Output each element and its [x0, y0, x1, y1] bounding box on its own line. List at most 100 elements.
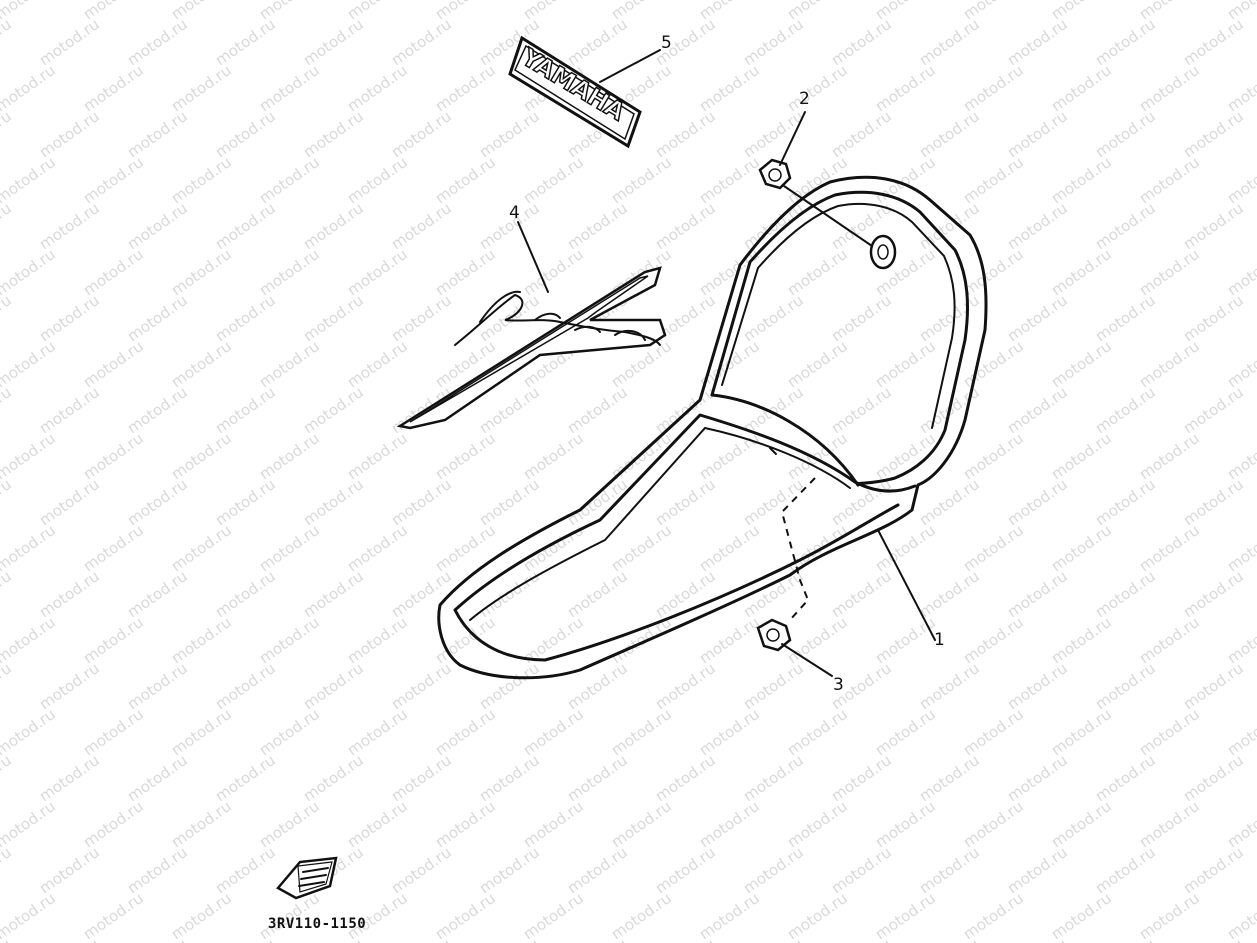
watermark-text: motod.ru — [0, 153, 59, 207]
watermark-text: motod.ru — [872, 337, 939, 391]
watermark-text: motod.ru — [344, 61, 411, 115]
watermark-text: motod.ru — [388, 15, 455, 69]
watermark-text: motod.ru — [0, 567, 15, 621]
watermark-text: motod.ru — [960, 245, 1027, 299]
watermark-text: motod.ru — [1180, 659, 1247, 713]
watermark-text: motod.ru — [696, 613, 763, 667]
watermark-text: motod.ru — [1180, 15, 1247, 69]
bolt-part-3 — [756, 618, 792, 652]
watermark-text: motod.ru — [124, 107, 191, 161]
watermark-text: motod.ru — [300, 291, 367, 345]
watermark-text: motod.ru — [1092, 475, 1159, 529]
watermark-text: motod.ru — [212, 659, 279, 713]
watermark-text: motod.ru — [828, 935, 895, 943]
watermark-text: motod.ru — [1048, 153, 1115, 207]
watermark-text: motod.ru — [344, 705, 411, 759]
watermark-text: motod.ru — [1092, 199, 1159, 253]
watermark-text: motod.ru — [212, 107, 279, 161]
watermark-text: motod.ru — [36, 107, 103, 161]
watermark-text: motod.ru — [0, 199, 15, 253]
watermark-text: motod.ru — [1224, 521, 1257, 575]
watermark-text: motod.ru — [256, 337, 323, 391]
watermark-text: motod.ru — [872, 613, 939, 667]
watermark-text: motod.ru — [36, 843, 103, 897]
watermark-text: motod.ru — [0, 15, 15, 69]
watermark-text: motod.ru — [916, 935, 983, 943]
watermark-text: motod.ru — [740, 107, 807, 161]
watermark-text: motod.ru — [784, 613, 851, 667]
watermark-text: motod.ru — [388, 843, 455, 897]
watermark-text: motod.ru — [1180, 383, 1247, 437]
watermark-text: motod.ru — [564, 567, 631, 621]
watermark-text: motod.ru — [432, 889, 499, 943]
watermark-text: motod.ru — [916, 291, 983, 345]
watermark-text: motod.ru — [652, 751, 719, 805]
watermark-text: motod.ru — [476, 751, 543, 805]
watermark-text: motod.ru — [784, 705, 851, 759]
watermark-text: motod.ru — [652, 475, 719, 529]
watermark-text: motod.ru — [960, 705, 1027, 759]
watermark-text: motod.ru — [124, 15, 191, 69]
watermark-text: motod.ru — [344, 613, 411, 667]
part-code: 3RV110-1150 — [268, 916, 367, 932]
watermark-text: motod.ru — [1180, 935, 1247, 943]
watermark-text: motod.ru — [828, 107, 895, 161]
watermark-text: motod.ru — [916, 843, 983, 897]
watermark-text: motod.ru — [80, 245, 147, 299]
watermark-text: motod.ru — [256, 613, 323, 667]
watermark-text: motod.ru — [960, 61, 1027, 115]
seat — [437, 175, 988, 680]
watermark-text: motod.ru — [784, 337, 851, 391]
watermark-text: motod.ru — [36, 199, 103, 253]
watermark-text: motod.ru — [476, 935, 543, 943]
watermark-text: motod.ru — [564, 199, 631, 253]
watermark-text: motod.ru — [608, 889, 675, 943]
watermark-text: motod.ru — [344, 245, 411, 299]
watermark-text: motod.ru — [300, 383, 367, 437]
watermark-text: motod.ru — [0, 843, 15, 897]
watermark-text: motod.ru — [124, 567, 191, 621]
watermark-text: motod.ru — [256, 521, 323, 575]
watermark-text: motod.ru — [36, 475, 103, 529]
watermark-text: motod.ru — [1136, 245, 1203, 299]
watermark-text: motod.ru — [0, 475, 15, 529]
label-tag-icon — [276, 856, 338, 900]
watermark-text: motod.ru — [652, 843, 719, 897]
watermark-text: motod.ru — [388, 107, 455, 161]
watermark-text: motod.ru — [344, 337, 411, 391]
watermark-text: motod.ru — [1180, 291, 1247, 345]
watermark-text: motod.ru — [1092, 935, 1159, 943]
watermark-text: motod.ru — [256, 153, 323, 207]
watermark-text: motod.ru — [1048, 337, 1115, 391]
watermark-text: motod.ru — [256, 429, 323, 483]
watermark-text: motod.ru — [1004, 659, 1071, 713]
watermark-text: motod.ru — [608, 705, 675, 759]
watermark-text: motod.ru — [1092, 291, 1159, 345]
watermark-text: motod.ru — [0, 521, 59, 575]
watermark-text: motod.ru — [300, 659, 367, 713]
watermark-text: motod.ru — [124, 291, 191, 345]
watermark-text: motod.ru — [168, 613, 235, 667]
watermark-text: motod.ru — [1092, 107, 1159, 161]
watermark-text: motod.ru — [80, 613, 147, 667]
watermark-text: motod.ru — [344, 153, 411, 207]
watermark-text: motod.ru — [960, 429, 1027, 483]
watermark-text: motod.ru — [1004, 751, 1071, 805]
watermark-text: motod.ru — [916, 15, 983, 69]
watermark-text: motod.ru — [784, 61, 851, 115]
watermark-text: motod.ru — [1136, 153, 1203, 207]
watermark-text: motod.ru — [124, 751, 191, 805]
watermark-text: motod.ru — [872, 705, 939, 759]
watermark-text: motod.ru — [212, 935, 279, 943]
watermark-text: motod.ru — [960, 337, 1027, 391]
watermark-text: motod.ru — [828, 567, 895, 621]
watermark-text: motod.ru — [388, 199, 455, 253]
watermark-text: motod.ru — [1136, 705, 1203, 759]
watermark-text: motod.ru — [168, 889, 235, 943]
watermark-text: motod.ru — [476, 475, 543, 529]
watermark-text: motod.ru — [388, 751, 455, 805]
watermark-text: motod.ru — [0, 705, 59, 759]
watermark-text: motod.ru — [696, 429, 763, 483]
watermark-text: motod.ru — [1092, 567, 1159, 621]
watermark-text: motod.ru — [696, 61, 763, 115]
